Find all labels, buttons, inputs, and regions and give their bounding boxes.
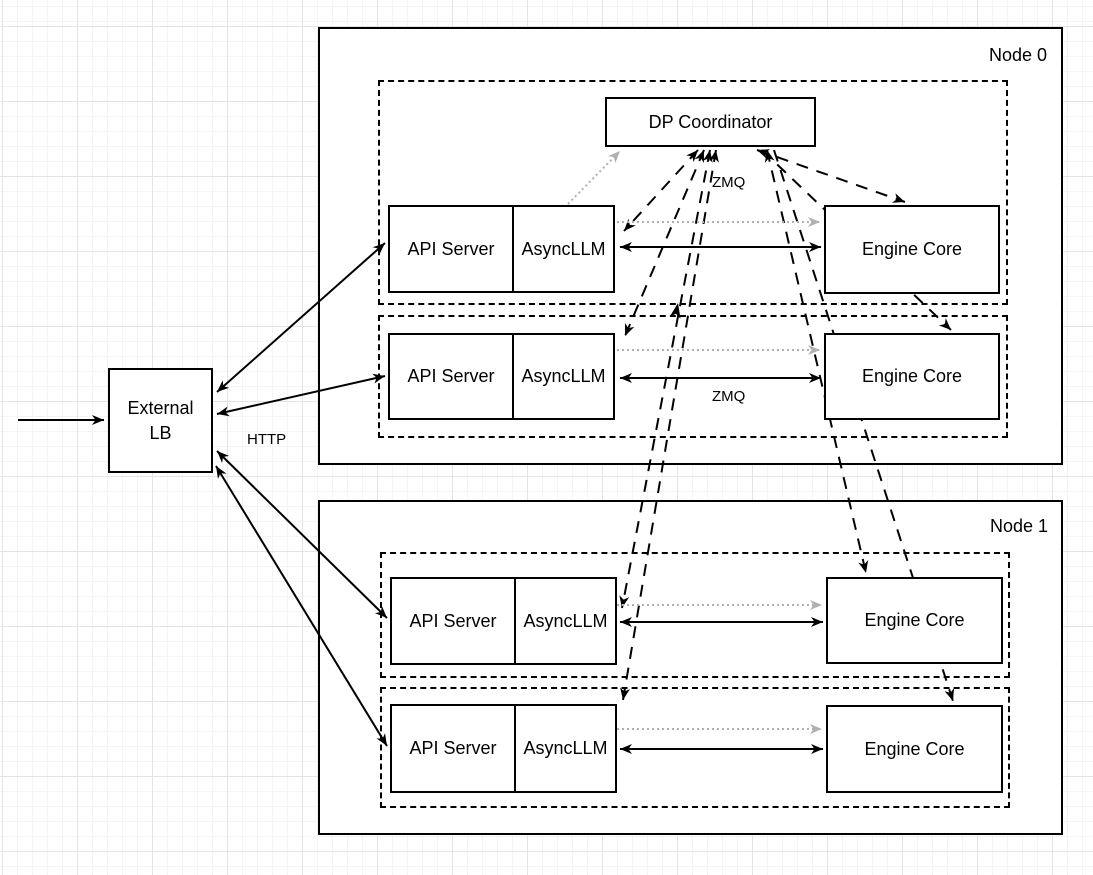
engine-core-label: Engine Core <box>864 738 965 759</box>
api-server-box: API Server <box>390 207 514 291</box>
http-label: HTTP <box>247 431 287 448</box>
dp-coordinator-box: DP Coordinator <box>605 97 816 147</box>
solid-arrow-lb-api1 <box>216 242 386 393</box>
node1-title: Node 1 <box>989 516 1048 536</box>
engine-core-label: Engine Core <box>861 366 963 387</box>
asyncllm-box: AsyncLLM <box>521 238 606 259</box>
dashed-midline-arrowhead <box>669 303 681 319</box>
node0-row1-frontend: API Server AsyncLLM <box>388 333 615 420</box>
solid-arrow-lb-api3 <box>216 450 388 619</box>
engine-core-box: Engine Core <box>824 333 1000 420</box>
node0-title: Node 0 <box>988 45 1047 65</box>
dashed-arrow-dp-engine3 <box>764 149 869 574</box>
external-lb-label-line2: LB <box>149 422 172 443</box>
node0-row0-frontend: API Server AsyncLLM <box>388 205 615 293</box>
solid-arrow-lb-api2 <box>216 373 386 417</box>
external-lb-box: External LB <box>108 368 213 473</box>
api-server-box: API Server <box>392 706 516 791</box>
zmq-label-row2: ZMQ <box>712 388 746 405</box>
engine-core-box: Engine Core <box>826 577 1003 664</box>
dp-coordinator-label: DP Coordinator <box>648 111 773 132</box>
asyncllm-box: AsyncLLM <box>523 738 608 758</box>
zmq-label-coordinator: ZMQ <box>712 174 746 191</box>
api-server-box: API Server <box>390 335 514 418</box>
api-server-box: API Server <box>392 579 516 663</box>
engine-core-label: Engine Core <box>861 239 963 260</box>
engine-core-box: Engine Core <box>826 705 1003 793</box>
asyncllm-box: AsyncLLM <box>523 610 608 631</box>
external-lb-label-line1: External <box>127 398 194 419</box>
asyncllm-box: AsyncLLM <box>521 366 606 386</box>
dotted-arrow-async1-dp <box>567 150 621 205</box>
engine-core-label: Engine Core <box>864 610 965 631</box>
dashed-arrow-dp-async4 <box>620 149 719 701</box>
node1-row1-frontend: API Server AsyncLLM <box>390 704 617 793</box>
solid-arrow-lb-api4 <box>215 465 388 747</box>
engine-core-box: Engine Core <box>824 205 1000 294</box>
dashed-arrow-dp-engine1 <box>756 149 906 203</box>
node1-row0-frontend: API Server AsyncLLM <box>390 577 617 665</box>
